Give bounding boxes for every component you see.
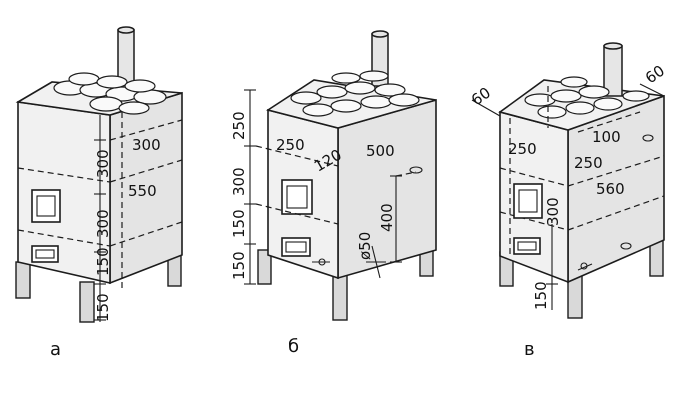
stove-a-dim-leg-height: 150 bbox=[94, 293, 112, 322]
stove-c-lower-fitting bbox=[620, 242, 632, 250]
stove-c: 60 60 250 100 250 560 300 150 в bbox=[468, 42, 668, 360]
stove-a: 300 550 300 300 150 150 а bbox=[15, 26, 183, 360]
stove-b-dim-150-lower: 150 bbox=[230, 251, 248, 280]
stove-b-leg-front-right bbox=[332, 271, 348, 321]
stove-a-dim-side-length: 550 bbox=[128, 182, 157, 200]
stove-c-dim-leg-150: 150 bbox=[532, 281, 550, 310]
stove-b-dim-150-upper: 150 bbox=[230, 209, 248, 238]
caption-c: в bbox=[524, 339, 535, 360]
stove-a-leg-front-left bbox=[15, 261, 31, 299]
stove-c-dim-front-250: 250 bbox=[508, 140, 537, 158]
stove-a-dim-height-low: 150 bbox=[94, 247, 112, 276]
stove-b-dim-250-vertical: 250 bbox=[230, 111, 248, 140]
stove-a-dim-height-top: 300 bbox=[94, 149, 112, 178]
stove-c-dim-top-right-60: 60 bbox=[642, 62, 668, 88]
stove-a-firebox-door bbox=[31, 189, 61, 223]
stove-c-dim-length-560: 560 bbox=[596, 180, 625, 198]
stove-b: 250 300 150 150 250 120 500 400 ø50 б bbox=[230, 30, 437, 357]
stove-a-dim-height-mid: 300 bbox=[94, 209, 112, 238]
stove-c-dim-height-300: 300 bbox=[544, 197, 562, 226]
stove-a-leg-front-right bbox=[79, 281, 95, 323]
stove-c-stones bbox=[524, 76, 650, 119]
stove-c-dim-side-250: 250 bbox=[574, 154, 603, 172]
stove-b-side-face bbox=[337, 98, 437, 280]
stove-c-leg-front-right bbox=[567, 275, 583, 319]
stove-c-dim-top-left-60: 60 bbox=[468, 84, 494, 110]
stove-b-leg-front-left bbox=[257, 249, 272, 285]
stove-b-dim-width-250: 250 bbox=[276, 136, 305, 154]
stove-c-firebox-door bbox=[513, 183, 543, 219]
stove-a-dim-top-width: 300 bbox=[132, 136, 161, 154]
stove-b-dim-height-400: 400 bbox=[378, 203, 396, 232]
stove-a-stones bbox=[53, 72, 167, 115]
stove-b-water-inlet bbox=[409, 166, 423, 174]
stove-a-chimney-top bbox=[117, 26, 135, 34]
stove-b-dim-length-500: 500 bbox=[366, 142, 395, 160]
stove-b-stones bbox=[290, 70, 420, 117]
caption-a: а bbox=[50, 339, 61, 360]
stove-b-dim-diameter-50: ø50 bbox=[356, 232, 374, 260]
stove-c-upper-fitting bbox=[642, 134, 654, 142]
stove-c-chimney-top bbox=[603, 42, 623, 50]
stove-b-dim-300-vertical: 300 bbox=[230, 167, 248, 196]
stove-b-chimney-top bbox=[371, 30, 389, 38]
stove-c-dim-inner-100: 100 bbox=[592, 128, 621, 146]
caption-b: б bbox=[288, 336, 299, 357]
